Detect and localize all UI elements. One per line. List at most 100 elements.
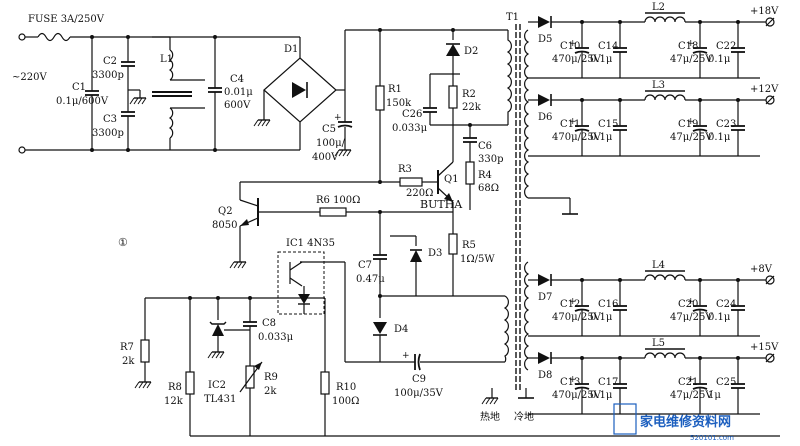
bridge-rectifier: D1	[228, 36, 345, 151]
d4-label: D4	[394, 324, 408, 335]
c18-plate2	[692, 50, 708, 54]
d3-diode-icon	[410, 250, 422, 262]
l4-label: L4	[652, 260, 665, 271]
input-terminal-top	[18, 33, 26, 41]
buth-label: BUTHA	[420, 198, 463, 211]
c22-name: C22	[716, 41, 736, 52]
ic1-label: IC1 4N35	[286, 238, 335, 249]
c19-value: 47μ/25V	[670, 132, 713, 143]
ic2-zener-icon	[212, 324, 224, 336]
fuse-icon	[37, 32, 71, 42]
t1-secondary-winding-upper	[524, 29, 530, 199]
input-terminal-bottom	[18, 146, 26, 154]
ic1-box	[277, 251, 325, 315]
out12-label: +12V	[750, 84, 779, 95]
l2-label: L2	[652, 2, 665, 13]
r6-label: R6 100Ω	[316, 195, 360, 206]
c3-value: 3300p	[92, 128, 124, 139]
r8-name: R8	[168, 382, 182, 393]
r9-value: 2k	[264, 386, 277, 397]
watermark: 家电维修资料网 520101.com	[613, 403, 734, 442]
out15-label: +15V	[750, 342, 779, 353]
c10-value: 470μ/25V	[552, 54, 602, 65]
r7-name: R7	[120, 342, 134, 353]
ic1-optocoupler: IC1 4N35	[277, 238, 335, 315]
q2-value: 8050	[212, 220, 237, 231]
c13-polarity: +	[569, 375, 577, 385]
l3-coil-icon	[644, 94, 686, 101]
c10-plate2	[574, 50, 590, 54]
c2-value: 3300p	[92, 70, 124, 81]
r2-resistor	[448, 85, 458, 109]
d6-label: D6	[538, 112, 552, 123]
l5-label: L5	[652, 338, 665, 349]
r9-name: R9	[264, 372, 278, 383]
transformer-t1: T1	[503, 12, 578, 390]
c17-value: 0.1μ	[590, 390, 613, 401]
c11-name: C11	[560, 119, 580, 130]
c25-value: 1μ	[708, 390, 721, 401]
c2-name: C2	[103, 56, 117, 67]
d1-label: D1	[284, 44, 298, 55]
c8-value: 0.033μ	[258, 332, 294, 343]
r2-name: R2	[462, 89, 476, 100]
out8-label: +8V	[750, 264, 773, 275]
d3-label: D3	[428, 248, 442, 259]
c12-value: 470μ/25V	[552, 312, 602, 323]
c14-name: C14	[598, 41, 618, 52]
c11-plate2	[574, 128, 590, 132]
d7-label: D7	[538, 292, 552, 303]
r3-resistor	[399, 177, 423, 187]
r2-value: 22k	[462, 102, 482, 113]
feedback-aux: R5 1Ω/5W C7 0.47μ D3 D4 + C9 100μ/35V	[300, 210, 505, 399]
d4-diode-icon	[373, 322, 387, 334]
r8-resistor	[185, 371, 195, 395]
input-section: FUSE 3A/250V ~220V C1 0.1μ/600V C2 3300p…	[12, 14, 253, 154]
regulation-section: R7 2k R8 12k IC2 TL431 C8 0.033μ R9 2k	[120, 296, 780, 437]
d7-diode-icon	[538, 274, 550, 286]
c19-plate2	[692, 128, 708, 132]
d2-diode-icon	[446, 44, 460, 56]
fuse-label: FUSE 3A/250V	[28, 14, 105, 25]
out18-label: +18V	[750, 6, 779, 17]
c25-name: C25	[716, 377, 736, 388]
c16-value: 0.1μ	[590, 312, 613, 323]
c12-name: C12	[560, 299, 580, 310]
c19-name: C19	[678, 119, 698, 130]
r4-resistor	[465, 161, 475, 185]
l4-coil-icon	[644, 274, 686, 281]
c21-value: 47μ/25V	[670, 390, 713, 401]
c26-name: C26	[402, 109, 422, 120]
c4-value-1: 0.01μ	[224, 87, 253, 98]
r10-resistor	[320, 371, 330, 395]
d2-label: D2	[464, 46, 478, 57]
c12-plate2	[574, 308, 590, 312]
c21-plate2	[692, 386, 708, 390]
c6-name: C6	[478, 141, 492, 152]
c13-name: C13	[560, 377, 580, 388]
c21-polarity: +	[687, 375, 695, 385]
c18-name: C18	[678, 41, 698, 52]
primary-rail: C5 100μ/ 400V R1 150k D2 R2 22k C26 0.03…	[312, 28, 508, 210]
ground-labels: 热地 冷地	[480, 388, 534, 423]
c1-value: 0.1μ/600V	[56, 96, 109, 107]
d8-label: D8	[538, 370, 552, 381]
ic2-name: IC2	[208, 380, 226, 391]
c13-value: 470μ/25V	[552, 390, 602, 401]
l1-coil-top	[168, 49, 174, 81]
r3-name: R3	[398, 164, 412, 175]
r5-value: 1Ω/5W	[460, 254, 495, 265]
c18-value: 47μ/25V	[670, 54, 713, 65]
watermark-logo-icon	[613, 403, 637, 435]
c4-value-2: 600V	[224, 100, 251, 111]
svg-text:+: +	[402, 351, 410, 361]
l3-label: L3	[652, 80, 665, 91]
r1-resistor	[375, 85, 385, 111]
r10-name: R10	[336, 382, 356, 393]
c23-value: 0.1μ	[708, 132, 731, 143]
bridge-diode-icon	[292, 82, 306, 98]
r1-name: R1	[388, 84, 402, 95]
c15-name: C15	[598, 119, 618, 130]
c6-value: 330p	[478, 154, 504, 165]
